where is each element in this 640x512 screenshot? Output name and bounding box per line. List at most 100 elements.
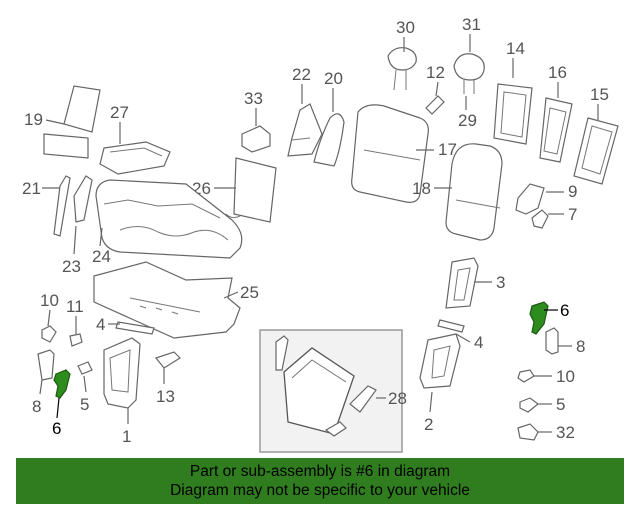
trim-23 bbox=[73, 175, 93, 223]
svg-text:6: 6 bbox=[52, 419, 61, 438]
callout-28: 28 bbox=[376, 389, 407, 408]
callout-6-left: 6 bbox=[52, 397, 61, 438]
panel-16 bbox=[539, 97, 573, 163]
callout-16: 16 bbox=[548, 63, 567, 98]
callout-30: 30 bbox=[396, 18, 415, 52]
callout-3: 3 bbox=[474, 273, 505, 292]
strip-4-left bbox=[115, 321, 155, 335]
callout-21: 21 bbox=[22, 179, 60, 198]
svg-text:5: 5 bbox=[556, 395, 565, 414]
svg-text:29: 29 bbox=[458, 111, 477, 130]
bracket-1 bbox=[103, 337, 141, 409]
svg-text:23: 23 bbox=[62, 257, 81, 276]
callout-23: 23 bbox=[62, 225, 81, 276]
headrest-30 bbox=[387, 47, 417, 91]
clip-10-right bbox=[517, 369, 535, 383]
callout-32: 32 bbox=[538, 423, 575, 442]
svg-text:10: 10 bbox=[40, 291, 59, 310]
clip-13 bbox=[154, 351, 181, 369]
seat-frame-25 bbox=[93, 261, 241, 339]
svg-text:20: 20 bbox=[324, 69, 343, 88]
callout-18: 18 bbox=[412, 179, 452, 198]
callout-10-right: 10 bbox=[534, 367, 575, 386]
callout-25: 25 bbox=[223, 283, 259, 302]
callout-20: 20 bbox=[324, 69, 343, 112]
banner-line-2: Diagram may not be specific to your vehi… bbox=[170, 482, 470, 499]
clip-5-left bbox=[77, 361, 93, 375]
trim-21 bbox=[53, 175, 71, 237]
svg-text:5: 5 bbox=[80, 395, 89, 414]
svg-text:19: 19 bbox=[24, 110, 43, 129]
svg-text:3: 3 bbox=[496, 273, 505, 292]
trim-20 bbox=[313, 113, 345, 167]
callout-1: 1 bbox=[122, 408, 131, 446]
seat-cushion-24 bbox=[95, 179, 243, 259]
banner-line-1: Part or sub-assembly is #6 in diagram bbox=[189, 463, 451, 480]
callout-17: 17 bbox=[416, 140, 457, 159]
panel-15 bbox=[573, 117, 619, 185]
panel-14 bbox=[493, 83, 533, 145]
svg-text:6: 6 bbox=[560, 301, 569, 320]
clip-32 bbox=[517, 423, 539, 441]
callout-6-right: 6 bbox=[544, 301, 569, 320]
bracket-2 bbox=[419, 333, 461, 389]
pad-26 bbox=[225, 157, 277, 223]
svg-text:4: 4 bbox=[96, 315, 105, 334]
svg-text:7: 7 bbox=[568, 205, 577, 224]
callout-24: 24 bbox=[92, 227, 111, 266]
clip-5-right bbox=[519, 397, 539, 413]
strip-4-right bbox=[437, 319, 465, 333]
svg-text:2: 2 bbox=[424, 415, 433, 434]
callout-2: 2 bbox=[424, 391, 433, 434]
callout-11: 11 bbox=[66, 297, 84, 334]
callout-7: 7 bbox=[548, 205, 577, 224]
svg-text:1: 1 bbox=[122, 427, 131, 446]
svg-text:18: 18 bbox=[412, 179, 431, 198]
svg-text:11: 11 bbox=[66, 297, 84, 316]
bracket-8-left bbox=[37, 349, 55, 381]
svg-text:14: 14 bbox=[506, 39, 525, 58]
callout-8-right: 8 bbox=[558, 337, 585, 356]
bracket-7 bbox=[531, 209, 549, 229]
callout-4-right: 4 bbox=[455, 333, 483, 352]
svg-text:12: 12 bbox=[426, 63, 445, 82]
svg-text:30: 30 bbox=[396, 18, 415, 37]
trim-22 bbox=[287, 103, 323, 157]
callout-33: 33 bbox=[244, 89, 263, 126]
pad-27 bbox=[99, 141, 171, 175]
seatback-18 bbox=[445, 143, 503, 241]
callout-19: 19 bbox=[24, 110, 65, 129]
clip-10-left bbox=[41, 325, 57, 343]
svg-text:9: 9 bbox=[568, 182, 577, 201]
callout-13: 13 bbox=[156, 368, 175, 406]
callout-15: 15 bbox=[590, 85, 609, 120]
inset-28 bbox=[259, 329, 403, 453]
svg-text:33: 33 bbox=[244, 89, 263, 108]
svg-text:27: 27 bbox=[110, 103, 129, 122]
callout-5-right: 5 bbox=[538, 395, 565, 414]
callout-31: 31 bbox=[462, 15, 481, 52]
callout-5-left: 5 bbox=[80, 375, 89, 414]
callout-12: 12 bbox=[426, 63, 445, 97]
bracket-12 bbox=[425, 95, 445, 115]
clip-11 bbox=[69, 333, 83, 347]
svg-text:16: 16 bbox=[548, 63, 567, 82]
svg-text:22: 22 bbox=[292, 65, 311, 84]
info-banner: Part or sub-assembly is #6 in diagram Di… bbox=[16, 458, 624, 504]
svg-text:28: 28 bbox=[388, 389, 407, 408]
svg-text:24: 24 bbox=[92, 247, 111, 266]
svg-text:21: 21 bbox=[22, 179, 41, 198]
svg-text:10: 10 bbox=[556, 367, 575, 386]
highlighted-part-6-right[interactable] bbox=[529, 301, 549, 335]
svg-text:8: 8 bbox=[576, 337, 585, 356]
highlighted-part-6-left[interactable] bbox=[53, 369, 71, 399]
callout-14: 14 bbox=[506, 39, 525, 78]
svg-text:13: 13 bbox=[156, 387, 175, 406]
headrest-31 bbox=[453, 53, 485, 94]
callout-10-left: 10 bbox=[40, 291, 59, 327]
svg-text:8: 8 bbox=[32, 397, 41, 416]
callout-22: 22 bbox=[292, 65, 311, 104]
bracket-3 bbox=[445, 257, 479, 309]
callout-4-left: 4 bbox=[96, 315, 120, 334]
